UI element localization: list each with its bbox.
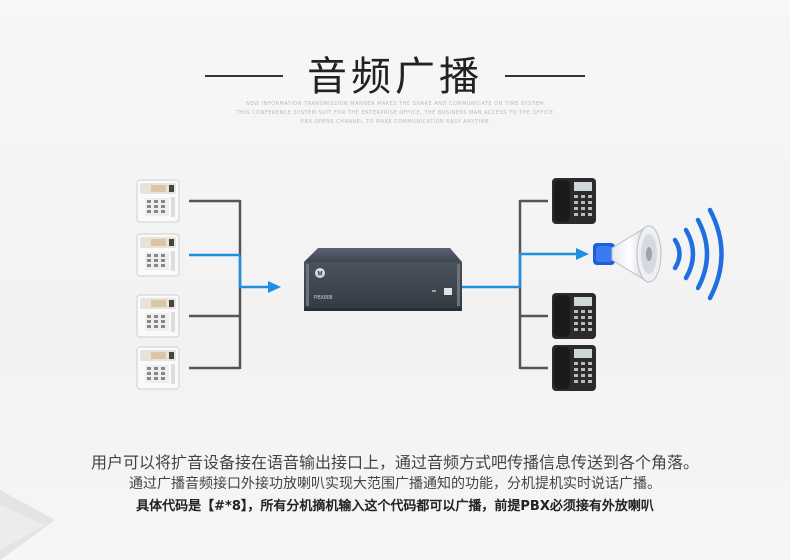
white-office-phone-icon	[136, 294, 180, 338]
subtitle-line-3: PBX OPENS CHANNEL TO MAKE COMMUNICATION …	[301, 119, 489, 125]
pbx-device: M PBX808	[304, 248, 462, 311]
pbx-port-icon	[444, 288, 452, 295]
title-right-rule	[505, 75, 585, 77]
description-line-1: 用户可以将扩音设备接在语音输出接口上，通过音频方式吧传播信息传送到各个角落。	[90, 453, 699, 472]
title-left-rule	[205, 75, 283, 77]
brand-logo-icon	[315, 268, 325, 278]
description-line-3: 具体代码是【#*8】，所有分机摘机输入这个代码都可以广播，前提PBX必须接有外放…	[136, 499, 654, 514]
pbx-top-face	[304, 248, 462, 262]
pbx-front-face	[304, 262, 462, 308]
right-wiring	[462, 199, 589, 370]
arrow-to-speaker-icon	[576, 248, 589, 260]
pbx-rack-ear-right	[457, 264, 460, 306]
pbx-base	[304, 308, 462, 311]
black-office-phone-icon	[552, 178, 596, 224]
pbx-led-icon	[432, 290, 436, 292]
subtitle-line-1: NEW INFORMATION TRANSMISSION MANNER MAKE…	[246, 101, 544, 107]
description-line-2: 通过广播音频接口外接功放喇叭实现大范围广播通知的功能，分机提机实时说话广播。	[129, 476, 661, 492]
decorative-corner-shape	[0, 490, 55, 560]
subtitle-line-2: THIS CONFERENCE SYSTEM SUIT FOR THE ENTE…	[236, 110, 554, 116]
loudspeaker-horn-icon	[593, 225, 662, 283]
pbx-rack-ear-left	[306, 264, 309, 306]
white-office-phone-icon	[136, 233, 180, 277]
white-office-phone-icon	[136, 179, 180, 223]
brand-logo-letter: M	[318, 272, 323, 278]
black-office-phone-icon	[552, 345, 596, 391]
pbx-model-label: PBX808	[314, 295, 333, 301]
sound-waves-icon	[672, 207, 724, 301]
left-wiring	[189, 199, 281, 370]
white-office-phone-icon	[136, 346, 180, 390]
page-title: 音频广播	[307, 54, 483, 100]
arrow-to-pbx-icon	[268, 281, 281, 293]
black-office-phone-icon	[552, 293, 596, 339]
subtitle-text-block: NEW INFORMATION TRANSMISSION MANNER MAKE…	[230, 100, 560, 127]
section-header: 音频广播	[0, 40, 790, 100]
